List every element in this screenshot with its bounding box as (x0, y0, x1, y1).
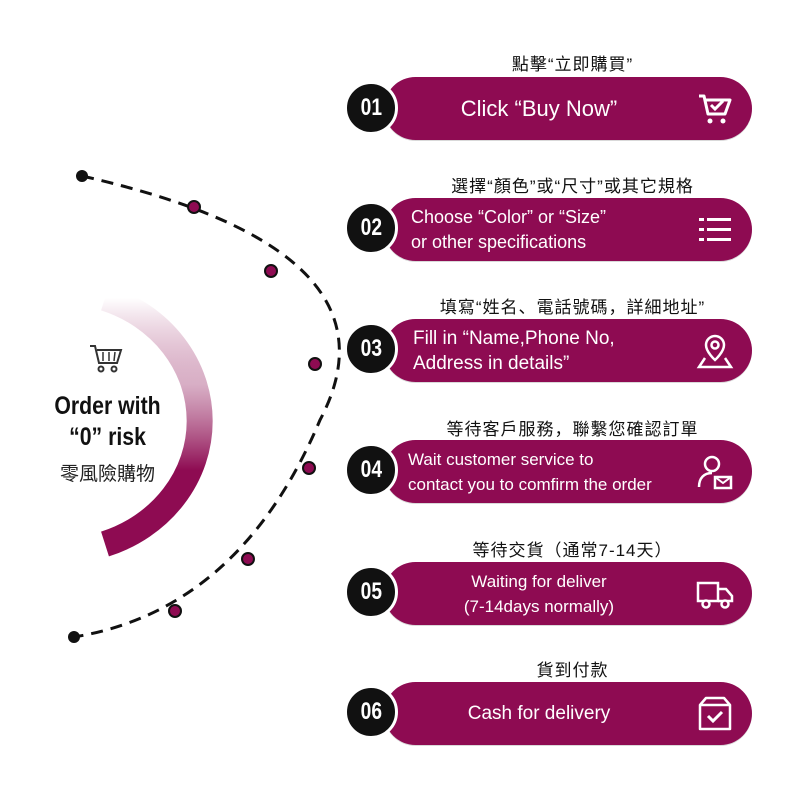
timeline-dot (241, 552, 255, 566)
map-pin-icon (696, 334, 734, 369)
step-3-line2: Address in details” (413, 352, 570, 374)
step-3-pill: Fill in “Name,Phone No, Address in detai… (384, 319, 752, 382)
timeline-dot (187, 200, 201, 214)
step-5-text: Waiting for deliver (7-14days normally) (406, 562, 672, 625)
shopping-cart-icon (90, 345, 123, 373)
step-4-caption: 等待客戶服務，聯繫您確認訂單 (446, 420, 699, 439)
step-4-badge: 04 (344, 443, 398, 497)
hero-title-line2: “0” risk (69, 423, 146, 451)
step-3-line1: Fill in “Name,Phone No, (413, 327, 615, 349)
step-6-pill: Cash for delivery (384, 682, 752, 745)
cart-check-icon (699, 94, 732, 124)
timeline-dot (302, 461, 316, 475)
step-4-text: Wait customer service to contact you to … (408, 440, 672, 503)
step-1-pill: Click “Buy Now” (384, 77, 752, 140)
step-2-badge: 02 (344, 201, 398, 255)
step-3-badge: 03 (344, 322, 398, 376)
timeline-dot (168, 604, 182, 618)
timeline-end-dot (76, 170, 88, 182)
step-2-pill: Choose “Color” or “Size” or other specif… (384, 198, 752, 261)
step-3-text: Fill in “Name,Phone No, Address in detai… (413, 319, 672, 382)
gradient-arc (100, 285, 213, 557)
step-1-badge: 01 (344, 81, 398, 135)
step-6-badge: 06 (344, 685, 398, 739)
step-4-line1: Wait customer service to (408, 449, 594, 469)
step-5-pill: Waiting for deliver (7-14days normally) (384, 562, 752, 625)
hero-subtitle: 零風險購物 (59, 464, 155, 485)
step-5-line1: Waiting for deliver (471, 571, 607, 591)
timeline-end-dot (68, 631, 80, 643)
dashed-timeline-arc (73, 174, 341, 639)
step-6-caption: 貨到付款 (536, 661, 609, 680)
step-6-text: Cash for delivery (467, 703, 611, 724)
user-mail-icon (697, 455, 733, 490)
step-5-line2: (7-14days normally) (463, 596, 615, 616)
step-5-badge: 05 (344, 565, 398, 619)
truck-icon (696, 581, 734, 609)
step-3-caption: 填寫“姓名、電話號碼，詳細地址” (439, 298, 706, 317)
timeline-dot (264, 264, 278, 278)
box-check-icon (698, 696, 732, 731)
step-2-line2: or other specifications (411, 231, 587, 252)
step-5-caption: 等待交貨（通常7-14天） (472, 541, 673, 560)
step-4-pill: Wait customer service to contact you to … (384, 440, 752, 503)
step-1-text: Click “Buy Now” (460, 96, 618, 121)
timeline-dot (308, 357, 322, 371)
list-icon (699, 218, 731, 241)
hero-title-line1: Order with (54, 392, 161, 420)
step-4-line2: contact you to comfirm the order (408, 474, 652, 494)
step-2-text: Choose “Color” or “Size” or other specif… (411, 198, 672, 261)
step-2-line1: Choose “Color” or “Size” (411, 206, 607, 227)
step-2-caption: 選擇“顏色”或“尺寸”或其它規格 (451, 177, 694, 196)
step-1-caption: 點擊“立即購買” (511, 55, 634, 74)
